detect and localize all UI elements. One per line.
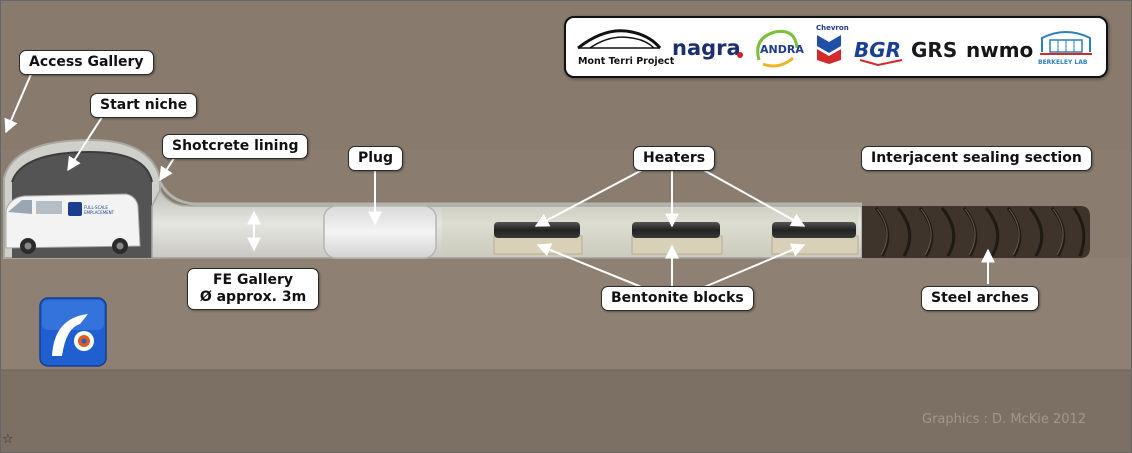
mont-terri-logo-mark	[577, 29, 662, 50]
star-icon[interactable]: ☆	[2, 432, 14, 447]
label-access-gallery: Access Gallery	[19, 50, 154, 75]
partner-logos: Mont Terri Project nagra ANDRA Chevron B…	[564, 16, 1108, 78]
grs-logo: GRS	[911, 38, 958, 62]
plug	[323, 205, 437, 259]
bgr-logo: BGR	[854, 38, 902, 62]
bentonite-block-2	[631, 235, 723, 255]
fe-logo	[39, 297, 107, 367]
chevron-logo-mark	[817, 35, 841, 64]
nwmo-logo: nwmo	[966, 38, 1034, 62]
label-start-niche: Start niche	[90, 93, 198, 118]
berkeley-lab-logo: BERKELEY LAB	[1038, 59, 1088, 66]
fe-gallery-title: FE Gallery	[212, 272, 294, 288]
label-plug: Plug	[348, 146, 404, 171]
van: FULL-SCALE EMPLACEMENT	[5, 193, 141, 254]
heater-3	[772, 222, 856, 238]
chevron-logo: Chevron	[816, 24, 849, 32]
nagra-dot	[737, 52, 743, 58]
callout-arrows	[4, 71, 995, 289]
berkeley-lab-logo-mark	[1040, 31, 1092, 55]
andra-logo-mark	[756, 29, 799, 68]
mont-terri-logo: Mont Terri Project	[578, 56, 675, 67]
label-fe-gallery: FE Gallery Ø approx. 3m	[187, 268, 319, 310]
nagra-logo: nagra	[672, 36, 741, 60]
svg-text:EMPLACEMENT: EMPLACEMENT	[84, 210, 115, 215]
andra-logo: ANDRA	[760, 43, 804, 56]
label-shotcrete-lining: Shotcrete lining	[162, 134, 309, 159]
graphics-credit: Graphics : D. McKie 2012	[922, 412, 1087, 427]
steel-arches	[874, 207, 1086, 257]
label-interjacent-sealing-section: Interjacent sealing section	[861, 146, 1092, 171]
label-steel-arches: Steel arches	[921, 286, 1039, 311]
fe-gallery-diameter: Ø approx. 3m	[199, 289, 307, 305]
bgr-underline	[859, 59, 903, 66]
heater-1	[494, 222, 580, 238]
label-bentonite-blocks: Bentonite blocks	[601, 286, 754, 311]
lower-rock-layer	[0, 370, 1132, 453]
bentonite-block-3	[771, 235, 859, 255]
label-heaters: Heaters	[633, 146, 716, 171]
heater-2	[632, 222, 720, 238]
svg-text:FULL-SCALE: FULL-SCALE	[84, 205, 108, 210]
